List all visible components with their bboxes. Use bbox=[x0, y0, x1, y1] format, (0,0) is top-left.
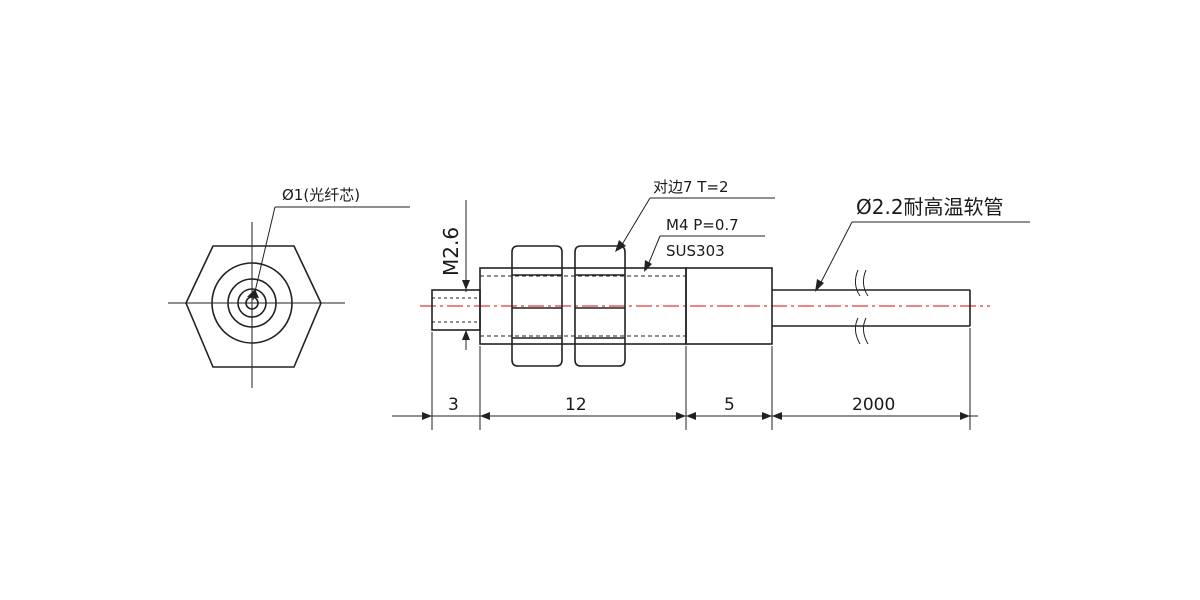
thread-leader: M4 P=0.7 SUS303 bbox=[644, 216, 765, 272]
tube-leader: Ø2.2耐高温软管 bbox=[815, 195, 1030, 292]
end-view: Ø1(光纤芯) bbox=[168, 186, 410, 388]
length-dimensions: 3 12 5 2000 bbox=[392, 328, 978, 430]
hex-nut-outline bbox=[185, 245, 322, 368]
hex-nut-2 bbox=[574, 245, 626, 367]
middle-ring bbox=[227, 278, 277, 328]
tube bbox=[772, 269, 971, 345]
dim-2000: 2000 bbox=[852, 395, 895, 415]
hex-nut-leader: 对边7 T=2 bbox=[615, 178, 775, 252]
core-label: Ø1(光纤芯) bbox=[282, 186, 360, 204]
tip-section bbox=[431, 289, 481, 331]
tip-dimension: M2.6 bbox=[439, 200, 470, 350]
hex-nut-1 bbox=[511, 245, 563, 367]
dim-5: 5 bbox=[724, 395, 735, 415]
thread-label: M4 P=0.7 bbox=[666, 216, 739, 234]
material-label: SUS303 bbox=[666, 242, 725, 260]
outer-ring bbox=[211, 262, 293, 344]
tube-label: Ø2.2耐高温软管 bbox=[856, 195, 1004, 219]
dim-3: 3 bbox=[448, 395, 459, 415]
shoulder-section bbox=[685, 267, 773, 345]
hex-nut-label: 对边7 T=2 bbox=[653, 178, 729, 196]
side-view: M2.6 对边7 T=2 M4 P=0.7 SUS303 Ø2.2耐高温软管 bbox=[392, 178, 1030, 430]
tip-label: M2.6 bbox=[439, 227, 463, 276]
dim-12: 12 bbox=[565, 395, 587, 415]
inner-ring bbox=[237, 288, 267, 318]
